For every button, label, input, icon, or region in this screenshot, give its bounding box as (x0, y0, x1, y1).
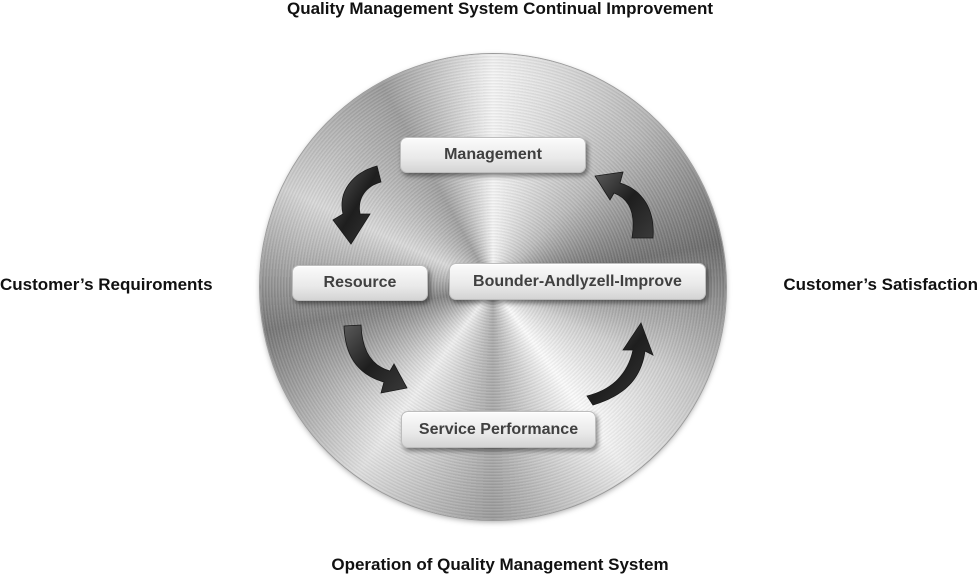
input-label: Customer’s Requiroments (0, 275, 213, 294)
node-management: Management (400, 137, 586, 173)
output-label: Customer’s Satisfaction (783, 275, 978, 294)
node-resource: Resource (292, 265, 428, 301)
diagram-title: Quality Management System Continual Impr… (286, 0, 714, 18)
node-bounder-analyze-improve: Bounder-Andlyzell-Improve (449, 263, 706, 300)
node-service-performance: Service Performance (401, 411, 596, 448)
bottom-label: Operation of Quality Management System (331, 555, 669, 574)
